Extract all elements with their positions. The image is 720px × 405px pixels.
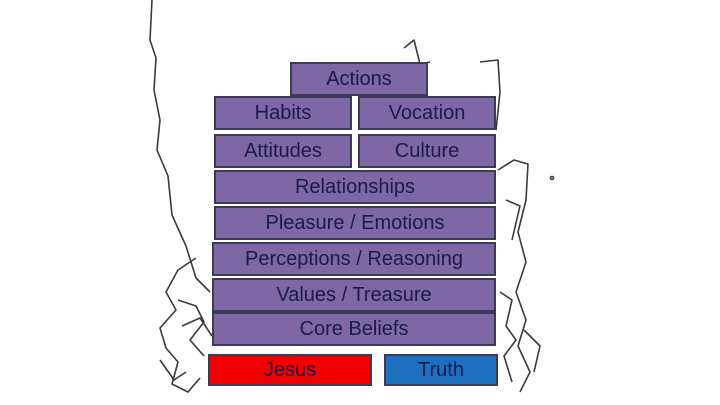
brick-perceptions-reasoning-label: Perceptions / Reasoning <box>245 248 463 270</box>
brick-vocation-label: Vocation <box>388 102 466 124</box>
brick-core-beliefs-label: Core Beliefs <box>299 318 409 340</box>
brick-values-treasure: Values / Treasure <box>212 278 496 312</box>
foundation-truth: Truth <box>384 354 498 386</box>
brick-values-treasure-label: Values / Treasure <box>276 284 432 306</box>
brick-habits-label: Habits <box>254 102 312 124</box>
brick-attitudes-label: Attitudes <box>244 140 322 162</box>
foundation-jesus-label: Jesus <box>263 359 317 381</box>
brick-actions: Actions <box>290 62 428 96</box>
foundation-truth-label: Truth <box>418 359 464 381</box>
brick-culture: Culture <box>358 134 496 168</box>
brick-perceptions-reasoning: Perceptions / Reasoning <box>212 242 496 276</box>
brick-attitudes: Attitudes <box>214 134 352 168</box>
brick-vocation: Vocation <box>358 96 496 130</box>
brick-actions-label: Actions <box>326 68 392 90</box>
brick-culture-label: Culture <box>394 140 460 162</box>
brick-relationships-label: Relationships <box>294 176 416 198</box>
brick-pleasure-emotions: Pleasure / Emotions <box>214 206 496 240</box>
foundation-jesus: Jesus <box>208 354 372 386</box>
brick-habits: Habits <box>214 96 352 130</box>
brick-pleasure-emotions-label: Pleasure / Emotions <box>265 212 445 234</box>
brick-relationships: Relationships <box>214 170 496 204</box>
brick-core-beliefs: Core Beliefs <box>212 312 496 346</box>
